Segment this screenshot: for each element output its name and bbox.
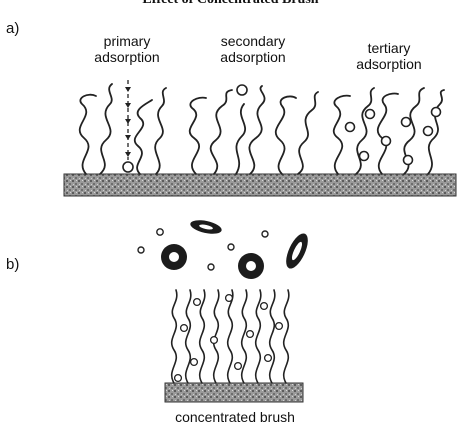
brush-chain bbox=[284, 290, 289, 383]
chain bbox=[80, 95, 96, 174]
particle bbox=[247, 331, 254, 338]
panel-b-label: b) bbox=[6, 256, 19, 273]
small-particle bbox=[262, 231, 268, 237]
concentrated-brush-caption: concentrated brush bbox=[150, 409, 320, 425]
particle bbox=[237, 85, 247, 95]
brush-chain bbox=[172, 290, 177, 383]
chain bbox=[211, 90, 232, 174]
small-particle bbox=[208, 264, 214, 270]
chain bbox=[276, 96, 296, 174]
particle bbox=[366, 110, 375, 119]
brush-chain bbox=[256, 290, 261, 383]
brush-chain bbox=[228, 290, 233, 383]
substrate-a bbox=[64, 174, 456, 196]
secondary-adsorption-line1: secondary bbox=[200, 33, 306, 49]
particle bbox=[211, 337, 218, 344]
brush-chain bbox=[242, 290, 247, 383]
small-particle bbox=[138, 247, 144, 253]
particle bbox=[123, 162, 133, 172]
tertiary-adsorption-line1: tertiary bbox=[336, 40, 442, 56]
secondary-adsorption-line2: adsorption bbox=[200, 49, 306, 65]
particle bbox=[194, 299, 201, 306]
brush-chains-b bbox=[172, 290, 289, 383]
chain bbox=[236, 104, 245, 174]
particle bbox=[226, 295, 233, 302]
brush-chain bbox=[186, 290, 191, 383]
chain bbox=[155, 88, 166, 174]
chain bbox=[378, 93, 398, 174]
particle bbox=[346, 123, 355, 132]
small-particle bbox=[228, 244, 234, 250]
particle bbox=[424, 127, 433, 136]
chain bbox=[100, 84, 112, 174]
particle bbox=[191, 359, 198, 366]
particle bbox=[265, 355, 272, 362]
tertiary-adsorption-line2: adsorption bbox=[336, 56, 442, 72]
particle bbox=[276, 323, 283, 330]
particle bbox=[360, 152, 369, 161]
chain bbox=[334, 96, 350, 174]
primary-adsorption-label: primary adsorption bbox=[78, 33, 176, 65]
secondary-adsorption-label: secondary adsorption bbox=[200, 33, 306, 65]
particle bbox=[402, 118, 411, 127]
polymer-chains-a bbox=[80, 84, 444, 174]
chain bbox=[298, 92, 318, 174]
panel-a-label: a) bbox=[6, 20, 19, 37]
primary-adsorption-arrow bbox=[125, 80, 131, 160]
particle bbox=[175, 375, 182, 382]
chain bbox=[190, 98, 206, 174]
dispersed-particles bbox=[138, 218, 312, 279]
chain bbox=[135, 100, 152, 174]
particle bbox=[432, 108, 441, 117]
primary-adsorption-line1: primary bbox=[78, 33, 176, 49]
primary-adsorption-line2: adsorption bbox=[78, 49, 176, 65]
small-particle bbox=[157, 229, 163, 235]
brush-chain bbox=[270, 290, 275, 383]
particle bbox=[382, 137, 391, 146]
particle bbox=[404, 156, 413, 165]
substrate-b bbox=[165, 383, 303, 402]
tertiary-adsorption-label: tertiary adsorption bbox=[336, 40, 442, 72]
chain bbox=[249, 86, 264, 174]
particle bbox=[181, 325, 188, 332]
particle bbox=[261, 303, 268, 310]
particle bbox=[235, 363, 242, 370]
figure-title: Effect of Concentrated Brush bbox=[0, 0, 461, 8]
